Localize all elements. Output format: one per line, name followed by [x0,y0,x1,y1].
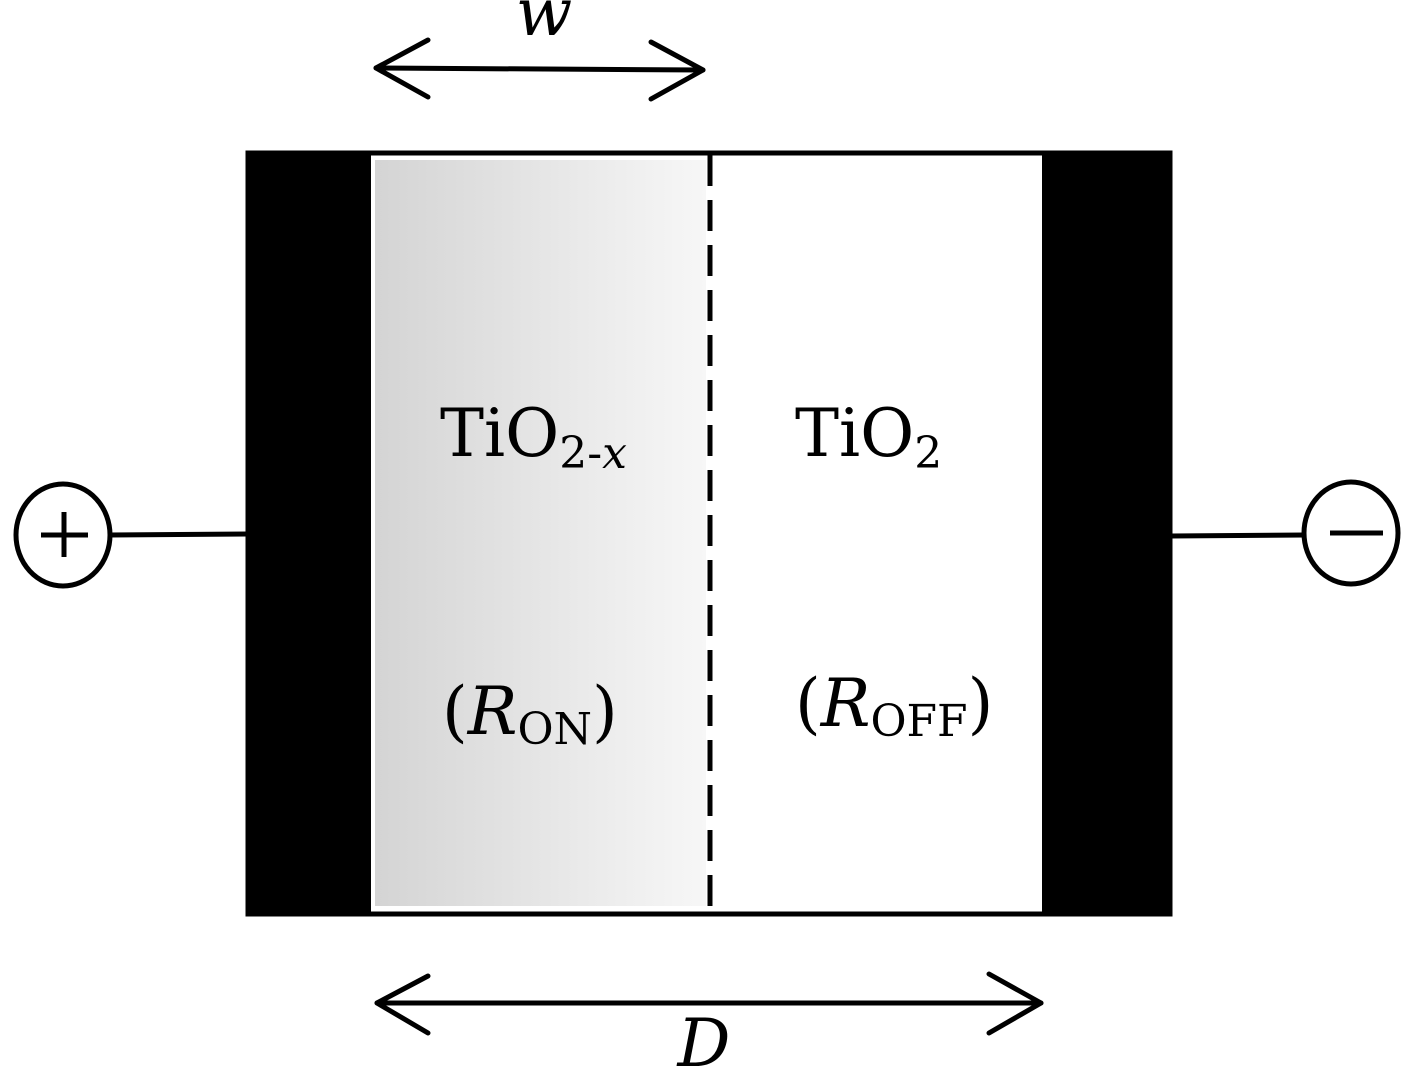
undoped-resistance-label: (ROFF) [795,665,993,747]
undoped-material-label: TiO2 [795,395,942,479]
thickness-arrow-left-head [374,973,431,1036]
thickness-label: D [677,1005,731,1075]
positive-terminal [13,481,248,589]
positive-lead-wire [109,531,248,538]
width-arrow-shaft [373,65,706,73]
positive-terminal-circle [13,481,113,589]
negative-terminal-circle [1301,479,1401,587]
left-electrode [247,152,371,915]
doped-resistance-label: (RON) [442,673,618,755]
width-label: w [516,0,573,51]
negative-terminal [1170,479,1401,587]
doped-region [375,160,706,906]
width-arrow [373,37,706,102]
width-arrow-right-head [648,39,706,102]
thickness-arrow-right-head [986,971,1044,1036]
doped-material-label: TiO2-x [440,395,627,479]
right-electrode [1042,152,1171,915]
thickness-arrow [374,971,1044,1036]
width-arrow-left-head [373,37,431,100]
negative-lead-wire [1170,532,1306,539]
